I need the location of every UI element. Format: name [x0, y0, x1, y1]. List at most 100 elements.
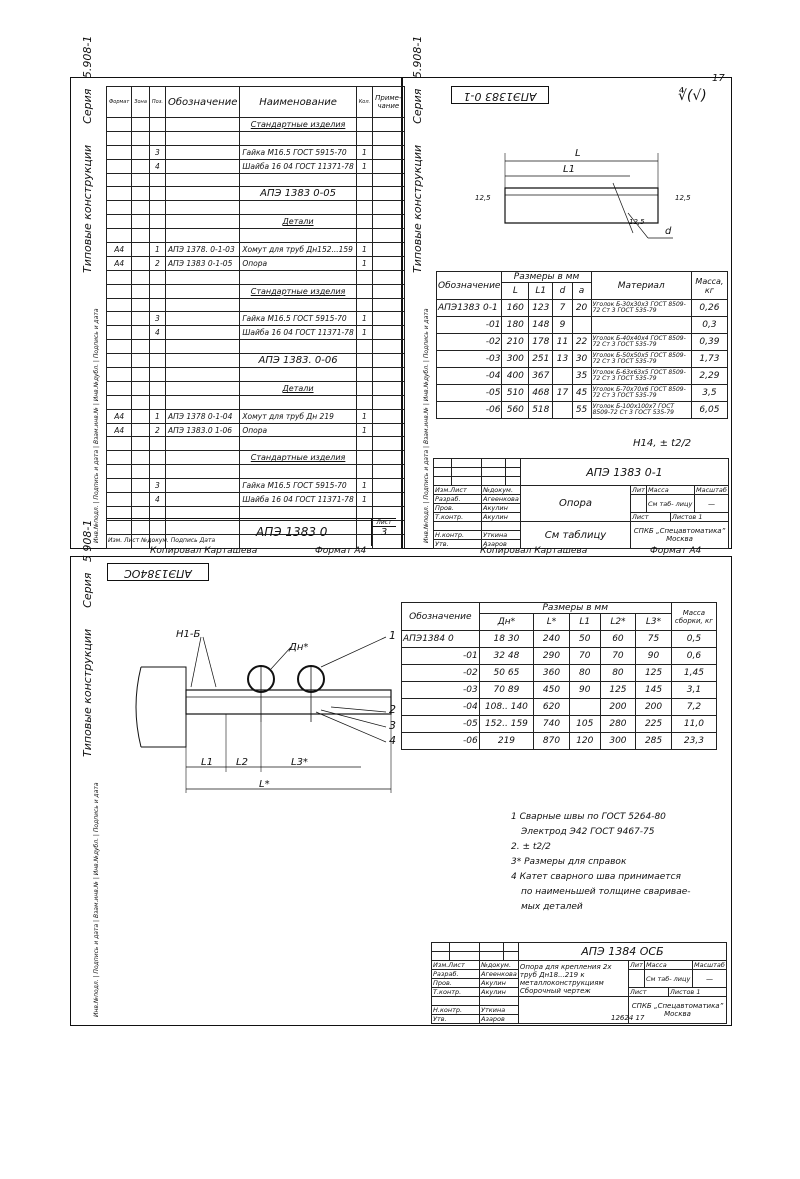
assembly-L: 620	[533, 698, 570, 716]
support-a: 35	[571, 367, 592, 385]
hole-center-line	[612, 182, 634, 234]
assembly-L1: 90	[568, 681, 601, 699]
format-1: Формат А4	[315, 546, 367, 556]
support-tb-role-2: Пров.	[432, 503, 483, 513]
assembly-tb-role-2: Пров.	[430, 978, 481, 988]
assembly-dn: 152.. 159	[478, 715, 535, 733]
assembly-mass: 23,3	[670, 732, 718, 750]
spec-designation: АПЭ 1383.0 1-06	[164, 422, 241, 438]
spec-row: Стандартные изделия	[105, 450, 405, 466]
assembly-tb-scale-label: Масштаб	[691, 960, 728, 970]
support-d: 7	[552, 299, 573, 317]
support-designation: -03	[435, 350, 503, 368]
assembly-col-mass: Масса сборки, кг	[670, 602, 718, 631]
spec-row: АПЭ 1383. 0-06	[105, 353, 405, 369]
assembly-tb-name-3: Акулин	[479, 987, 519, 997]
spec-row	[105, 172, 405, 188]
support-tb-mass-label: Масса	[645, 485, 695, 495]
spec-section-label: Стандартные изделия	[239, 117, 357, 132]
assembly-col-dn: Дн*	[478, 613, 535, 631]
support-dim-table: Обозначение Размеры в мм Материал Масса,…	[435, 271, 729, 419]
support-material	[590, 316, 692, 334]
spec-designation	[164, 311, 241, 327]
callout-3: 3	[389, 719, 396, 732]
support-d	[552, 367, 573, 385]
leader-h	[190, 636, 202, 688]
note-5: 4 Катет сварного шва принимается	[511, 872, 681, 882]
dim-r: 12,5	[629, 218, 645, 226]
assembly-mass: 7,2	[670, 698, 718, 716]
assembly-L2: 60	[599, 630, 637, 648]
spec-format: А4	[105, 408, 133, 424]
support-d: 11	[552, 333, 573, 351]
assembly-tb-name-1: Агеенкова	[479, 969, 519, 979]
support-designation: АПЭ1383 0-1	[435, 299, 503, 317]
assembly-L3: 90	[635, 647, 672, 665]
support-tb-name-3: Акулин	[481, 512, 521, 522]
spec-name: Гайка М16.5 ГОСТ 5915-70	[239, 311, 357, 327]
support-mass: 1,73	[690, 350, 729, 368]
assembly-tb-name-2: Акулин	[479, 978, 519, 988]
assembly-L: 870	[533, 732, 570, 750]
angle-drawing	[504, 153, 673, 239]
roughness-mark: ∜(√)	[678, 88, 707, 104]
copied-1: Копировал Карташева	[150, 546, 258, 556]
dim-a125: 12,5	[475, 194, 491, 202]
dim-L: L	[575, 148, 581, 159]
support-L: 400	[501, 367, 530, 385]
support-material: Уголок Б-100х100х7 ГОСТ 8509-72 Ст 3 ГОС…	[590, 401, 692, 419]
assembly-col-L3: L3*	[635, 613, 672, 631]
support-a: 22	[571, 333, 592, 351]
support-L: 300	[501, 350, 530, 368]
spec-section-label: АПЭ 1383. 0-06	[239, 353, 357, 369]
spec-format: А4	[105, 255, 133, 271]
assembly-sheet: Типовые конструкции Серия 5 908-1 Инв.№п…	[70, 520, 732, 1026]
note-2: Электрод Э42 ГОСТ 9467-75	[521, 827, 655, 837]
assembly-designation: -04	[401, 698, 480, 716]
assembly-tb-sheet: Лист	[628, 987, 669, 997]
assembly-mass: 0,5	[670, 630, 718, 648]
spec-designation	[164, 144, 241, 160]
assembly-designation: -06	[401, 732, 480, 750]
callout-h: Н1-Б	[176, 629, 201, 640]
side-stamp-2: Инв.№подл. | Подпись и дата | Взам.инв.№…	[423, 308, 430, 543]
spec-pos: 1	[148, 408, 166, 424]
assembly-L: 290	[533, 647, 570, 665]
assembly-L2: 200	[599, 698, 637, 716]
spec-qty: 1	[355, 311, 374, 327]
support-tb-scale-value: —	[693, 494, 730, 513]
assembly-tb-sheets: Листов 1	[667, 987, 728, 997]
angle-body	[504, 187, 659, 224]
support-L1: 518	[528, 401, 554, 419]
assembly-L1: 120	[568, 732, 601, 750]
spec-designation	[164, 158, 241, 174]
support-designation: -02	[435, 333, 503, 351]
support-a: 55	[571, 401, 592, 419]
spec-footer: Изм. Лист №докум. Подпись Дата АПЭ 1383 …	[106, 518, 396, 547]
spec-sheet: Типовые конструкции Серия 5.908-1 Инв.№п…	[70, 36, 405, 549]
col-pos: Поз.	[148, 86, 166, 118]
assembly-tb-org: СПКБ „Спецавтоматика” Москва	[628, 996, 727, 1024]
spec-footer-designation: АПЭ 1383 0	[256, 525, 328, 539]
spec-format	[105, 478, 133, 494]
spec-row	[105, 394, 405, 410]
spec-footer-cols: Изм. Лист №докум. Подпись Дата	[108, 537, 216, 544]
support-tb-role-3: Т.контр.	[432, 512, 483, 522]
assembly-designation: -03	[401, 681, 480, 699]
spec-designation: АПЭ 1378. 0-1-03	[164, 242, 241, 257]
callout-2: 2	[389, 703, 396, 716]
assembly-mass: 1,45	[670, 664, 718, 682]
assembly-L3: 200	[635, 698, 672, 716]
assembly-L: 450	[533, 681, 570, 699]
sheet-label: Лист	[372, 519, 396, 527]
assembly-tb-designation: АПЭ 1384 ОСБ	[517, 942, 728, 961]
dim-L1: L1	[563, 164, 575, 175]
